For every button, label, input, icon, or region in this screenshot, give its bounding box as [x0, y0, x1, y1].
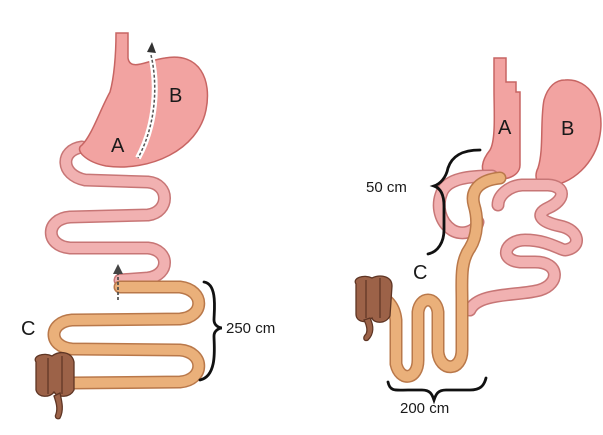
- left-transition-arrow-icon: [113, 264, 123, 274]
- left-common-limb: [54, 287, 199, 383]
- right-lower-length-label: 200 cm: [400, 400, 449, 417]
- left-common-limb-fill: [54, 287, 199, 383]
- right-upper-length-label: 50 cm: [366, 179, 407, 196]
- left-label-a: A: [111, 135, 125, 157]
- right-biliopancreatic-limb-fill: [470, 185, 576, 310]
- left-label-b: B: [169, 85, 182, 107]
- left-length-label: 250 cm: [226, 320, 275, 337]
- left-staple-arrow-icon: [147, 42, 156, 53]
- right-label-c: C: [413, 262, 427, 284]
- left-label-c: C: [21, 318, 35, 340]
- left-colon: [35, 353, 74, 419]
- right-diagram: A B C 50 cm 200 cm: [355, 58, 601, 417]
- right-colon: [355, 276, 392, 340]
- right-label-a: A: [498, 117, 512, 139]
- left-diagram: A B C 250 cm: [21, 33, 275, 419]
- right-label-b: B: [561, 118, 574, 140]
